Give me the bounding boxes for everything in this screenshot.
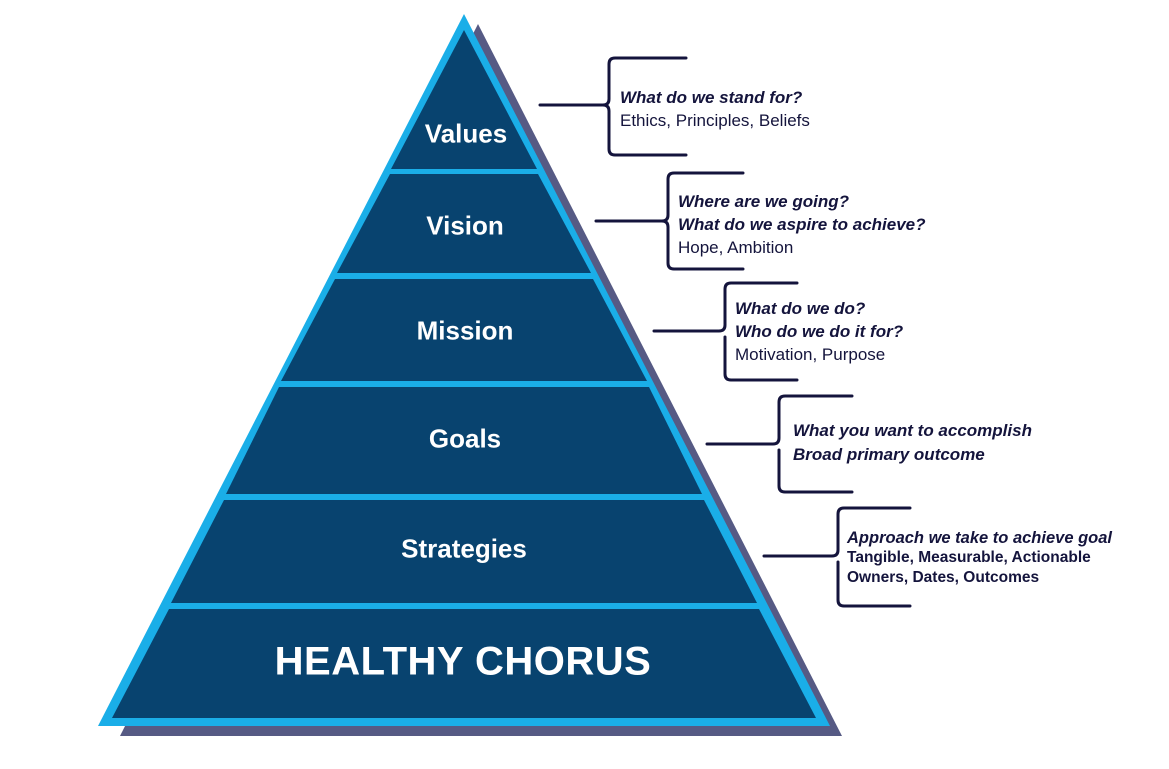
annotation-values: What do we stand for? Ethics, Principles… xyxy=(620,86,810,132)
pyramid-layer-values xyxy=(391,30,537,169)
annotation-strategies: Approach we take to achieve goal Tangibl… xyxy=(847,528,1112,588)
annotation-vision-question-2: What do we aspire to achieve? xyxy=(678,215,926,234)
layer-label-base: HEALTHY CHORUS xyxy=(274,639,652,684)
pyramid-layer-strategies xyxy=(171,500,757,603)
annotation-mission-question-1: What do we do? xyxy=(735,299,866,318)
layer-label-vision: Vision xyxy=(426,210,504,241)
annotation-vision-detail: Hope, Ambition xyxy=(678,238,794,257)
bracket-mission xyxy=(652,281,799,382)
pyramid-layer-goals xyxy=(226,387,702,494)
annotation-goals-line-2: Broad primary outcome xyxy=(793,445,985,464)
pyramid-layer-vision xyxy=(337,174,591,273)
annotation-vision: Where are we going? What do we aspire to… xyxy=(678,190,926,259)
bracket-values xyxy=(538,56,688,157)
annotation-mission-question-2: Who do we do it for? xyxy=(735,322,904,341)
bracket-goals xyxy=(705,394,854,494)
annotation-values-question: What do we stand for? xyxy=(620,88,803,107)
pyramid-layer-base xyxy=(112,609,816,718)
annotation-vision-question-1: Where are we going? xyxy=(678,192,849,211)
annotation-strategies-detail-2: Owners, Dates, Outcomes xyxy=(847,569,1040,586)
layer-label-goals: Goals xyxy=(428,423,502,454)
annotation-mission-detail: Motivation, Purpose xyxy=(735,345,886,364)
annotation-strategies-question: Approach we take to achieve goal xyxy=(847,529,1112,547)
annotation-strategies-detail-1: Tangible, Measurable, Actionable xyxy=(847,549,1091,566)
bracket-strategies xyxy=(762,506,912,608)
annotation-goals-line-1: What you want to accomplish xyxy=(793,421,1032,440)
annotation-goals: What you want to accomplish Broad primar… xyxy=(793,419,1032,467)
pyramid-layer-mission xyxy=(281,279,647,381)
annotation-mission: What do we do? Who do we do it for? Moti… xyxy=(735,297,903,366)
layer-label-strategies: Strategies xyxy=(401,533,527,564)
annotation-values-detail: Ethics, Principles, Beliefs xyxy=(620,111,810,130)
layer-label-mission: Mission xyxy=(416,315,514,346)
bracket-vision xyxy=(594,171,745,271)
layer-label-values: Values xyxy=(424,118,508,149)
